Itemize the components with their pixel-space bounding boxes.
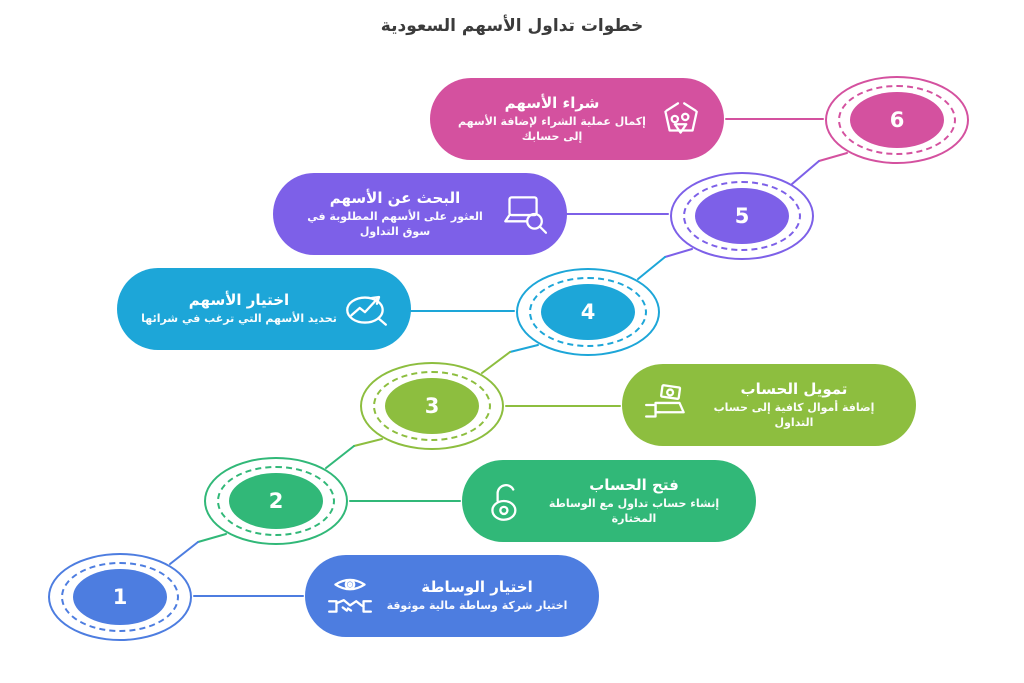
step-3-title: تمويل الحساب — [740, 379, 848, 398]
step-4-texts: اختيار الأسهم تحديد الأسهم التي ترغب في … — [137, 291, 341, 327]
step-2-node: 2 — [204, 457, 348, 545]
step-4-card: اختيار الأسهم تحديد الأسهم التي ترغب في … — [117, 268, 411, 350]
step-2-texts: فتح الحساب إنشاء حساب تداول مع الوساطة ا… — [532, 476, 736, 527]
eye-handshake-icon — [325, 571, 375, 621]
step-5-number-badge: 5 — [695, 188, 789, 244]
step-2-description: إنشاء حساب تداول مع الوساطة المختارة — [548, 496, 720, 525]
step-3-dashed-ring — [373, 371, 491, 441]
step-6-number-badge: 6 — [850, 92, 944, 148]
step-5-title: البحث عن الأسهم — [329, 188, 461, 207]
step-1-title: اختيار الوساطة — [421, 578, 533, 597]
step-2-outer-ring — [204, 457, 348, 545]
step-1-texts: اختيار الوساطة اختيار شركة وساطة مالية م… — [375, 578, 579, 614]
step-6-card: شراء الأسهم إكمال عملية الشراء لإضافة ال… — [430, 78, 724, 160]
step-4-number-badge: 4 — [541, 284, 635, 340]
step-6-description: إكمال عملية الشراء لإضافة الأسهم إلى حسا… — [458, 114, 646, 143]
step-2-card: فتح الحساب إنشاء حساب تداول مع الوساطة ا… — [462, 460, 756, 542]
step-1-outer-ring — [48, 553, 192, 641]
step-2-title: فتح الحساب — [589, 475, 679, 494]
step-4-dashed-ring — [529, 277, 647, 347]
step-1-number-badge: 1 — [73, 569, 167, 625]
step-5-outer-ring — [670, 172, 814, 260]
step-2-dashed-ring — [217, 466, 335, 536]
step-4-title: اختيار الأسهم — [188, 291, 290, 310]
step-6-outer-ring — [825, 76, 969, 164]
laptop-search-icon — [497, 189, 547, 239]
step-1-description: اختيار شركة وساطة مالية موثوقة — [386, 599, 568, 613]
step-6-node: 6 — [825, 76, 969, 164]
step-3-node: 3 — [360, 362, 504, 450]
step-4-node: 4 — [516, 268, 660, 356]
step-5-dashed-ring — [683, 181, 801, 251]
step-5-description: العثور على الأسهم المطلوبة في سوق التداو… — [307, 209, 483, 238]
step-3-number-badge: 3 — [385, 378, 479, 434]
step-3-card: تمويل الحساب إضافة أموال كافية إلى حساب … — [622, 364, 916, 446]
step-4-outer-ring — [516, 268, 660, 356]
step-6-dashed-ring — [838, 85, 956, 155]
step-5-card: البحث عن الأسهم العثور على الأسهم المطلو… — [273, 173, 567, 255]
step-1-card: اختيار الوساطة اختيار شركة وساطة مالية م… — [305, 555, 599, 637]
step-1-node: 1 — [48, 553, 192, 641]
step-3-description: إضافة أموال كافية إلى حساب التداول — [713, 400, 875, 429]
open-lock-icon — [482, 476, 532, 526]
basket-group-icon — [654, 94, 704, 144]
step-6-texts: شراء الأسهم إكمال عملية الشراء لإضافة ال… — [450, 94, 654, 145]
page-title: خطوات تداول الأسهم السعودية — [380, 16, 644, 36]
money-hand-icon — [642, 380, 692, 430]
step-5-node: 5 — [670, 172, 814, 260]
step-6-title: شراء الأسهم — [504, 93, 600, 112]
step-2-number-badge: 2 — [229, 473, 323, 529]
step-3-texts: تمويل الحساب إضافة أموال كافية إلى حساب … — [692, 380, 896, 431]
chart-search-icon — [341, 284, 391, 334]
step-4-description: تحديد الأسهم التي ترغب في شرائها — [141, 312, 337, 326]
step-3-outer-ring — [360, 362, 504, 450]
step-5-texts: البحث عن الأسهم العثور على الأسهم المطلو… — [293, 189, 497, 240]
step-1-dashed-ring — [61, 562, 179, 632]
